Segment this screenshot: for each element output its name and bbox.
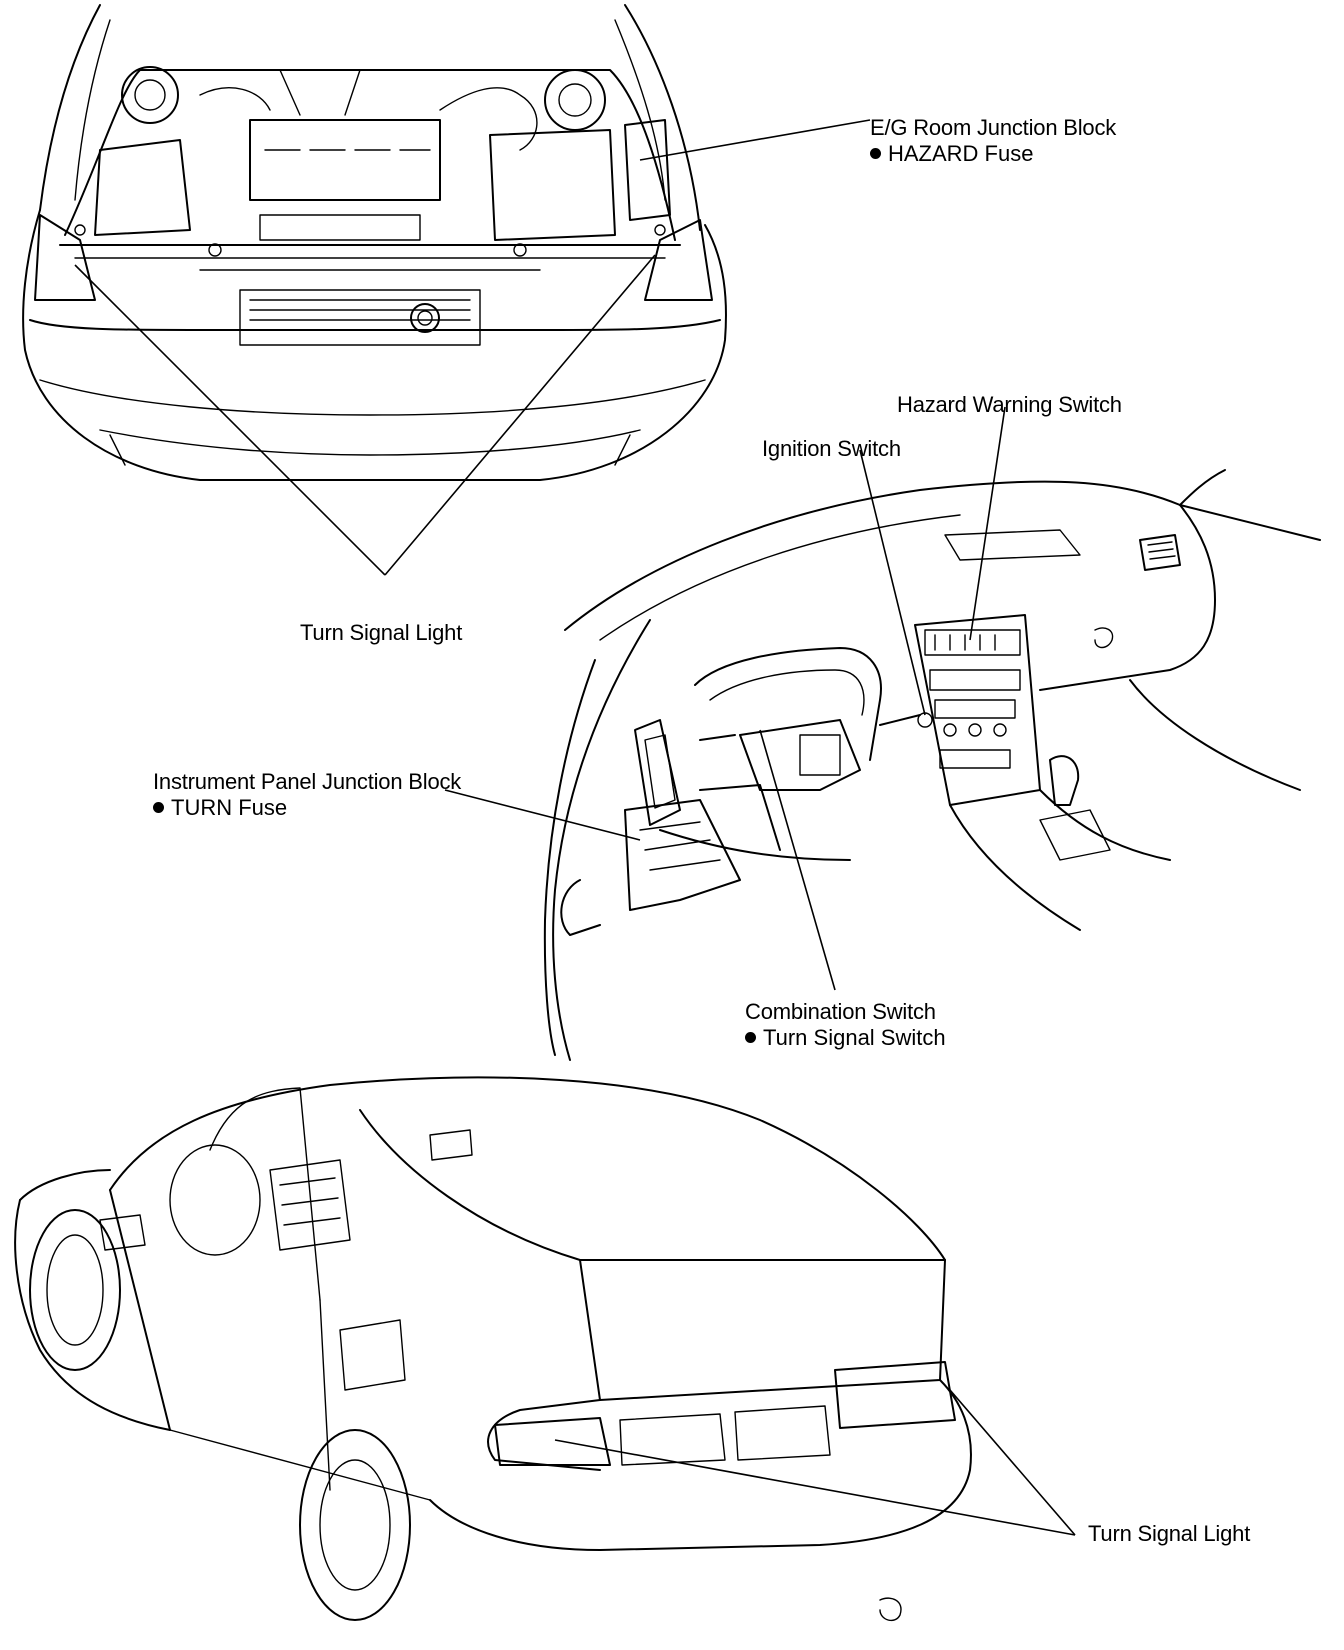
label-hazard-warning-switch: Hazard Warning Switch — [897, 392, 1122, 417]
label-combination-switch: Combination Switch — [745, 999, 936, 1024]
label-instrument-panel-junction-block: Instrument Panel Junction Block — [153, 769, 462, 794]
turn-signal-switch-text: Turn Signal Switch — [763, 1025, 946, 1050]
leader-lines — [74, 119, 1076, 1536]
bullet-icon — [870, 148, 881, 159]
grille — [239, 289, 481, 346]
label-turn-signal-light-front: Turn Signal Light — [300, 620, 463, 645]
turn-fuse-text: TURN Fuse — [171, 795, 288, 820]
bullet-icon — [153, 802, 164, 813]
rear-car-view — [14, 1076, 972, 1622]
label-turn-signal-light-rear: Turn Signal Light — [1088, 1521, 1251, 1546]
center-stack — [914, 614, 1171, 931]
label-eg-room-junction-block: E/G Room Junction Block — [870, 115, 1117, 140]
front-car-engine-view — [22, 4, 727, 481]
label-ignition-switch: Ignition Switch — [762, 436, 901, 461]
ip-junction-block — [560, 799, 741, 936]
dashboard-view — [543, 469, 1321, 1061]
bullet-icon — [745, 1032, 756, 1043]
label-turn-fuse: TURN Fuse — [153, 795, 287, 821]
hazard-fuse-text: HAZARD Fuse — [888, 141, 1034, 166]
label-turn-signal-switch: Turn Signal Switch — [745, 1025, 946, 1051]
rear-tail-lights — [494, 1361, 956, 1466]
label-hazard-fuse: HAZARD Fuse — [870, 141, 1033, 167]
